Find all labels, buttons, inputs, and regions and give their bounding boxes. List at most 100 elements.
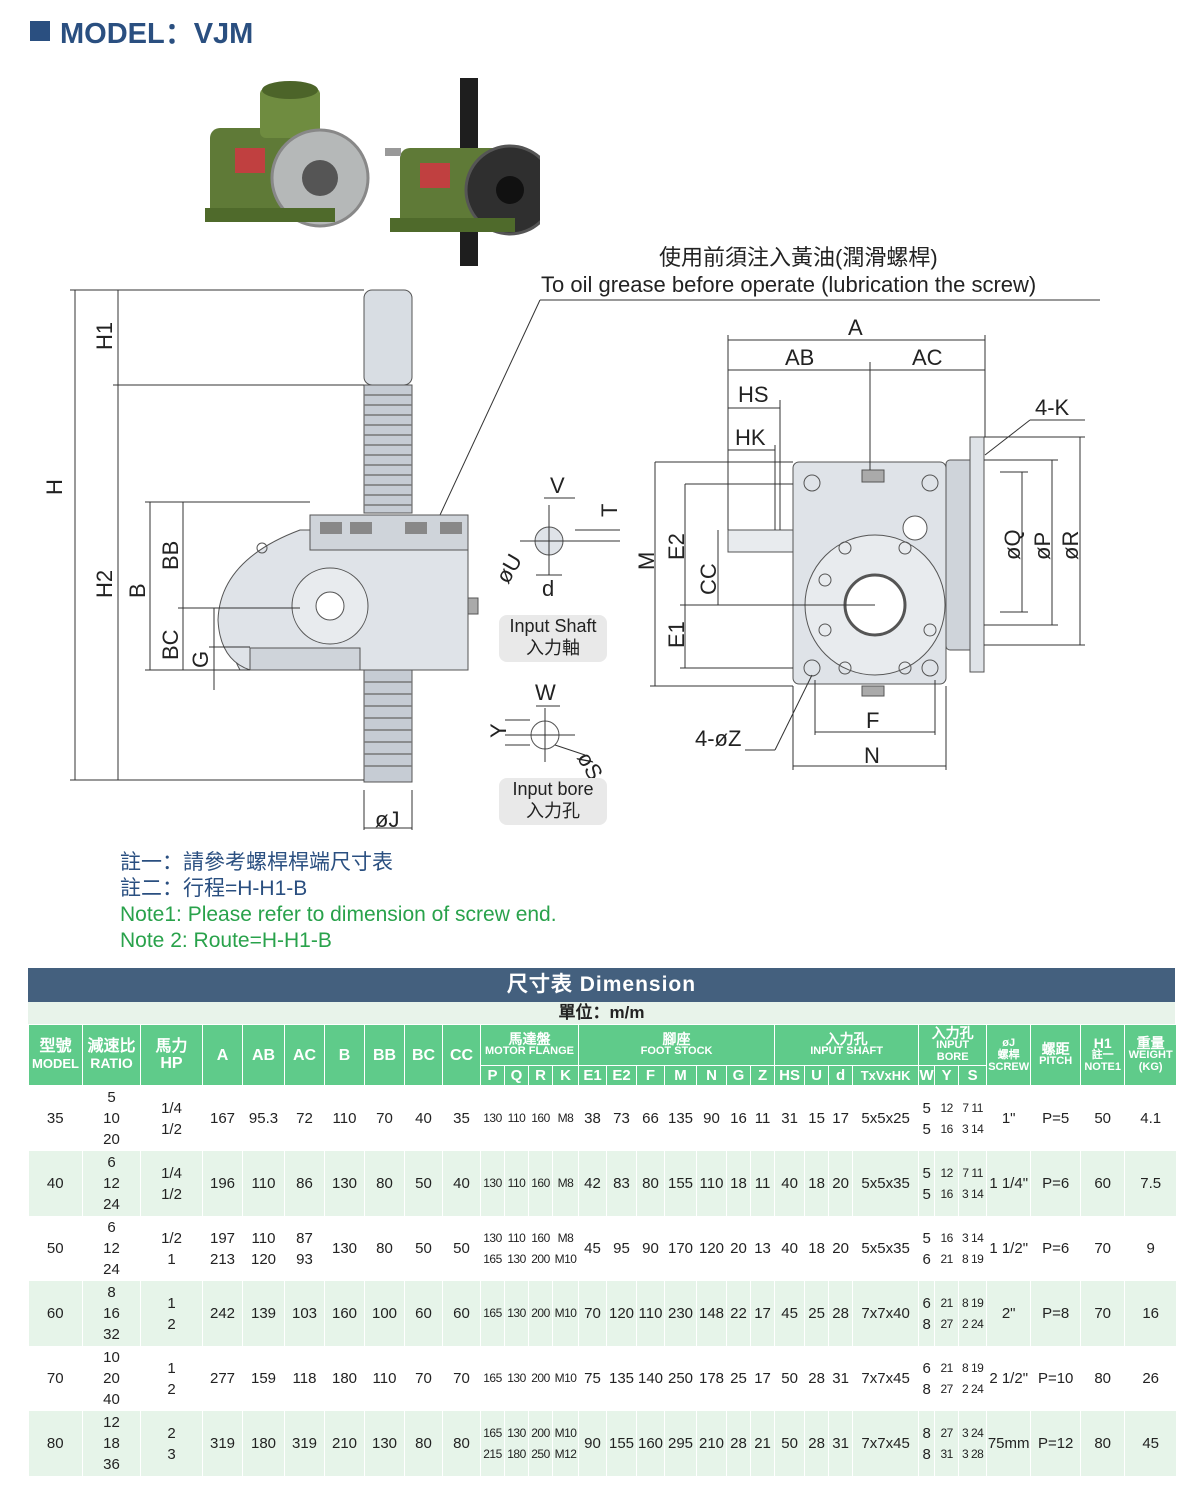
cell-p: 130 bbox=[480, 1151, 505, 1216]
cell-e2: 73 bbox=[606, 1085, 638, 1151]
cell-line: 277 bbox=[209, 1370, 236, 1387]
cell-tvhk: 5x5x25 bbox=[852, 1085, 920, 1151]
header-text: INPUT SHAFT bbox=[810, 1045, 883, 1058]
table-unit: 單位：m/m bbox=[28, 1002, 1175, 1024]
label-K: 4-K bbox=[1035, 395, 1070, 420]
cell-line: 1 bbox=[167, 1294, 176, 1312]
cell-d: 20 bbox=[828, 1216, 854, 1281]
subheader-k: K bbox=[551, 1065, 580, 1086]
cell-pitch: P=8 bbox=[1030, 1281, 1082, 1346]
cell-k: M8 bbox=[552, 1151, 580, 1216]
cell-z: 13 bbox=[750, 1216, 776, 1281]
cell-line: 12 bbox=[103, 1414, 120, 1431]
label-BB: BB bbox=[158, 541, 183, 570]
cell-line: 130 bbox=[483, 1230, 502, 1245]
cell-line: 6 bbox=[922, 1359, 931, 1377]
header-text: 註一 bbox=[1091, 1049, 1114, 1061]
cell-line: 3 14 bbox=[961, 1230, 984, 1245]
cell-line: 8 19 bbox=[961, 1360, 984, 1375]
subheader-n: N bbox=[696, 1065, 728, 1086]
cell-hs: 45 bbox=[774, 1281, 806, 1346]
product-photos bbox=[205, 78, 540, 266]
label-HS: HS bbox=[738, 382, 769, 407]
cell-screw: 75mm bbox=[986, 1411, 1032, 1476]
cell-r: 160 bbox=[528, 1151, 553, 1216]
header-text: RATIO bbox=[90, 1055, 133, 1071]
header-text: PITCH bbox=[1039, 1055, 1073, 1067]
grease-note-zh: 使用前須注入黃油(潤滑螺桿) bbox=[659, 245, 938, 270]
cell-line: 1/2 bbox=[161, 1120, 182, 1138]
cell-tvhk: 7x7x40 bbox=[852, 1281, 920, 1346]
header-bc: BC bbox=[404, 1024, 443, 1086]
cell-hs: 50 bbox=[774, 1346, 806, 1411]
cell-line: 1/4 bbox=[161, 1099, 182, 1117]
cell-n: 210 bbox=[696, 1411, 728, 1476]
label-H: H bbox=[42, 479, 67, 495]
label-U: øU bbox=[491, 550, 527, 588]
cell-line: 1/4 bbox=[161, 1164, 182, 1182]
cell-r: 200 bbox=[528, 1346, 553, 1411]
cell-line: M12 bbox=[554, 1446, 577, 1461]
cell-line: 8 bbox=[922, 1380, 931, 1398]
cell-line: 27 bbox=[940, 1381, 953, 1396]
cell-ac: 118 bbox=[284, 1346, 325, 1411]
label-H1: H1 bbox=[92, 322, 117, 350]
label-d: d bbox=[542, 576, 554, 601]
product-photo-screwjack bbox=[385, 78, 540, 266]
cell-b: 210 bbox=[324, 1411, 365, 1476]
cell-h1: 60 bbox=[1080, 1151, 1126, 1216]
header-text: 入力孔 bbox=[825, 1031, 868, 1048]
cell-line: 165 bbox=[483, 1371, 502, 1385]
cell-q: 110 bbox=[504, 1151, 529, 1216]
cell-line: 12 bbox=[940, 1100, 953, 1115]
cell-q: 110 bbox=[504, 1085, 529, 1151]
cell-line: 200 bbox=[531, 1371, 550, 1385]
label-HK: HK bbox=[735, 425, 766, 450]
cell-line: 36 bbox=[103, 1456, 120, 1473]
cell-line: 5 bbox=[107, 1089, 116, 1106]
cell-model: 35 bbox=[28, 1085, 83, 1151]
cell-line: 72 bbox=[296, 1110, 313, 1127]
cell-h1: 80 bbox=[1080, 1346, 1126, 1411]
header-text: NOTE1 bbox=[1084, 1061, 1122, 1073]
cell-k: M10 bbox=[552, 1346, 580, 1411]
cell-e2: 135 bbox=[606, 1346, 638, 1411]
subheader-hs: HS bbox=[774, 1065, 806, 1086]
subheader-p: P bbox=[480, 1065, 505, 1086]
label-N: N bbox=[864, 743, 880, 768]
cell-screw: 1" bbox=[986, 1085, 1032, 1151]
header-text: HP bbox=[160, 1055, 183, 1072]
cell-m: 135 bbox=[664, 1085, 698, 1151]
cell-line: 1/2 bbox=[161, 1229, 182, 1247]
header-text: MODEL bbox=[32, 1056, 79, 1071]
cell-line: 213 bbox=[209, 1250, 236, 1268]
cell-line: 40 bbox=[103, 1391, 120, 1408]
cell-z: 11 bbox=[750, 1085, 776, 1151]
cell-bc: 60 bbox=[404, 1281, 443, 1346]
cell-e2: 120 bbox=[606, 1281, 638, 1346]
cell-tvhk: 5x5x35 bbox=[852, 1216, 920, 1281]
cell-z: 11 bbox=[750, 1151, 776, 1216]
input-bore-detail: W Y øS bbox=[486, 680, 608, 784]
technical-drawing: H H1 H2 B BB BC G øJ V T øU d W Y øS bbox=[42, 289, 1100, 832]
cell-f: 80 bbox=[636, 1151, 666, 1216]
cell-line: 3 28 bbox=[961, 1446, 984, 1461]
